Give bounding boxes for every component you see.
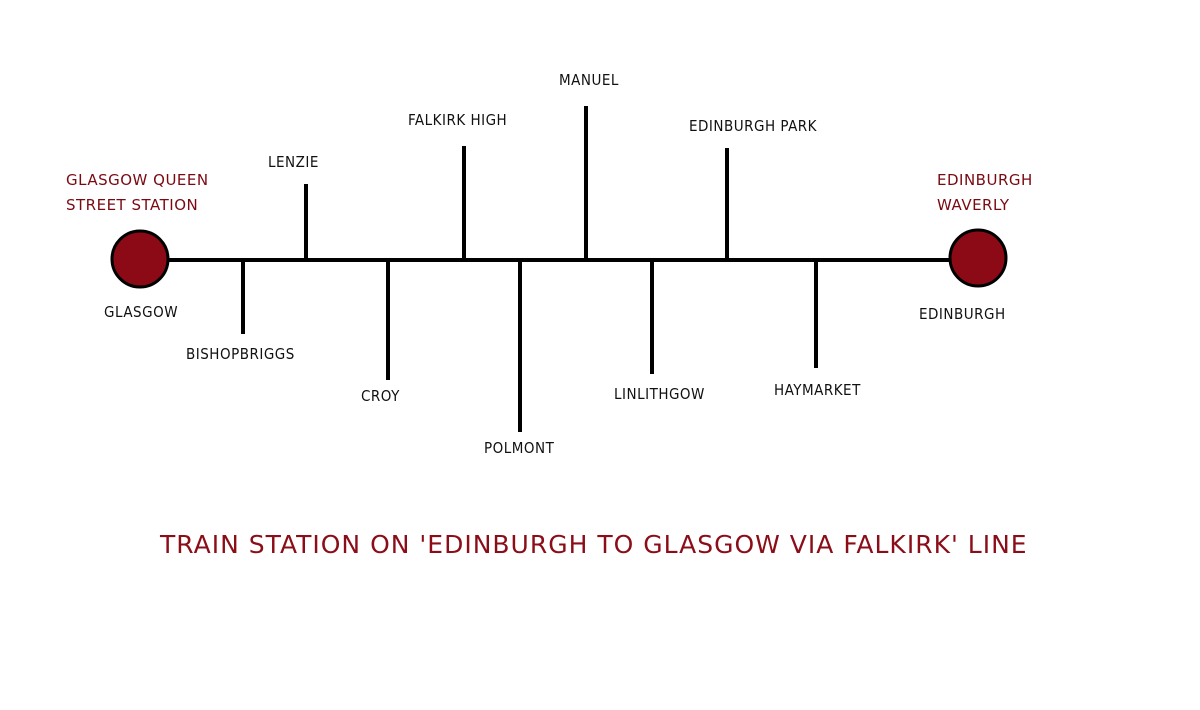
station-label-lenzie: LENZIE bbox=[268, 153, 319, 171]
station-label-falkirk-high: FALKIRK HIGH bbox=[408, 111, 508, 129]
terminal-west-name: GLASGOW QUEEN STREET STATION bbox=[66, 168, 209, 218]
station-label-edinburgh-park: EDINBURGH PARK bbox=[689, 117, 818, 135]
station-label-haymarket: HAYMARKET bbox=[774, 381, 861, 399]
diagram-title: TRAIN STATION ON 'EDINBURGH TO GLASGOW V… bbox=[160, 530, 1028, 559]
station-label-bishopbriggs: BISHOPBRIGGS bbox=[186, 345, 295, 363]
terminal-east-name-line1: EDINBURGH bbox=[937, 171, 1033, 189]
terminal-west-name-line1: GLASGOW QUEEN bbox=[66, 171, 209, 189]
terminal-west-name-line2: STREET STATION bbox=[66, 196, 199, 214]
station-label-manuel: MANUEL bbox=[559, 71, 619, 89]
terminal-west-short: GLASGOW bbox=[104, 303, 179, 321]
station-label-croy: CROY bbox=[361, 387, 400, 405]
station-label-polmont: POLMONT bbox=[484, 439, 555, 457]
terminal-west-marker bbox=[110, 229, 170, 289]
terminal-east-name: EDINBURGH WAVERLY bbox=[937, 168, 1033, 218]
terminal-east-name-line2: WAVERLY bbox=[937, 196, 1010, 214]
station-label-linlithgow: LINLITHGOW bbox=[614, 385, 705, 403]
terminal-east-marker bbox=[948, 228, 1008, 288]
terminal-east-short: EDINBURGH bbox=[919, 305, 1006, 323]
